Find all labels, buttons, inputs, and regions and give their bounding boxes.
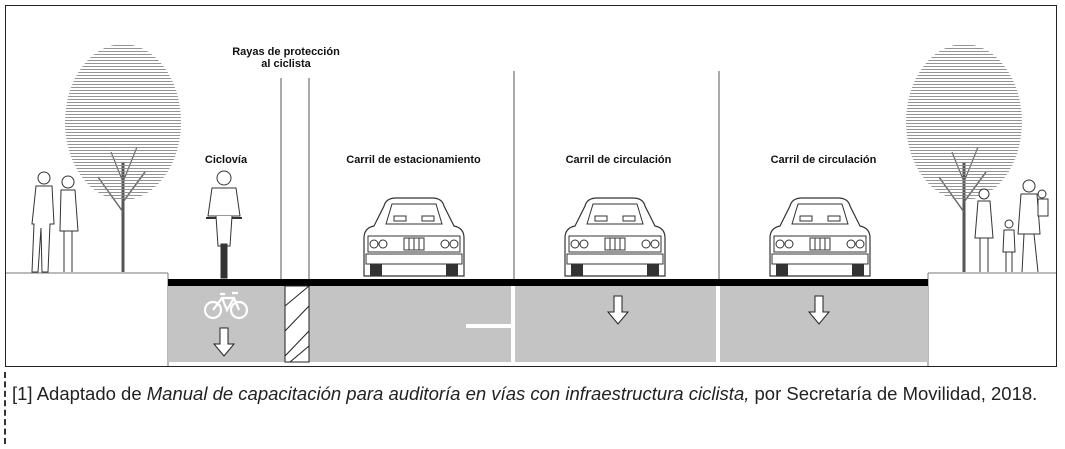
tree-icon xyxy=(63,42,183,274)
cyclist-icon xyxy=(206,170,242,279)
street-cross-section-figure: Rayas de protección al ciclista Ciclovía… xyxy=(5,5,1057,367)
bicycle-symbol-icon xyxy=(203,291,249,320)
parking-marking xyxy=(466,324,511,328)
figure-caption: [1] Adaptado de Manual de capacitación p… xyxy=(12,380,1052,407)
traffic-lane-label: Carril de circulación xyxy=(770,154,877,166)
street-cross-section xyxy=(6,42,1056,366)
car-front-icon xyxy=(769,197,871,277)
caption-source-title: Manual de capacitación para auditoría en… xyxy=(146,383,750,404)
caption-rule xyxy=(4,372,6,444)
pavement xyxy=(168,284,928,362)
protection-stripes-label: Rayas de protección al ciclista xyxy=(232,46,340,70)
traffic-lane-label: Carril de circulación xyxy=(565,154,672,166)
parking-lane-label: Carril de estacionamiento xyxy=(346,154,481,166)
curb-line xyxy=(168,279,928,286)
pedestrian-couple-icon xyxy=(31,171,79,273)
bike-lane-label: Ciclovía xyxy=(204,154,248,166)
car-front-icon xyxy=(564,197,666,277)
car-front-icon xyxy=(363,197,465,277)
lane-divider xyxy=(716,286,720,362)
caption-prefix: [1] Adaptado de xyxy=(12,383,147,404)
protection-stripes xyxy=(284,285,310,363)
caption-suffix: por Secretaría de Movilidad, 2018. xyxy=(749,383,1038,404)
lane-divider xyxy=(511,286,515,362)
family-icon xyxy=(974,179,1049,273)
